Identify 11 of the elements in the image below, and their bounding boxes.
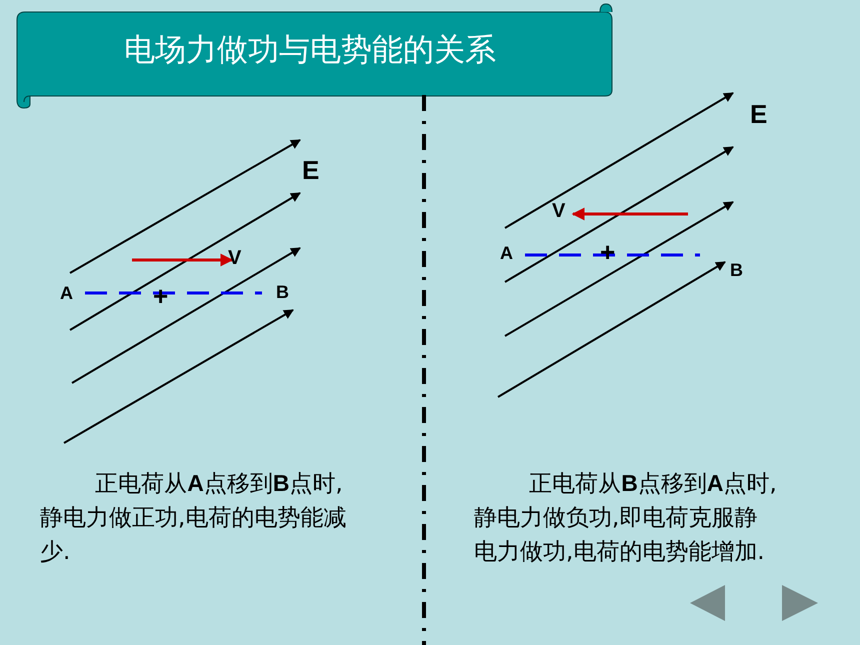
velocity-label: V: [552, 201, 566, 221]
point-label: B: [276, 283, 289, 301]
description-text: 正电荷从A点移到B点时,静电力做正功,电荷的电势能减少.: [40, 469, 348, 567]
title: 电场力做功与电势能的关系: [123, 31, 497, 70]
point-label: B: [730, 261, 743, 279]
velocity-label: V: [228, 248, 242, 268]
point-label: A: [500, 244, 513, 262]
description-text: 正电荷从B点移到A点时,静电力做负功,即电荷克服静电力做功,电荷的电势能增加.: [474, 469, 778, 567]
field-label: E: [750, 101, 768, 127]
field-label: E: [302, 157, 320, 183]
point-label: A: [60, 284, 73, 302]
